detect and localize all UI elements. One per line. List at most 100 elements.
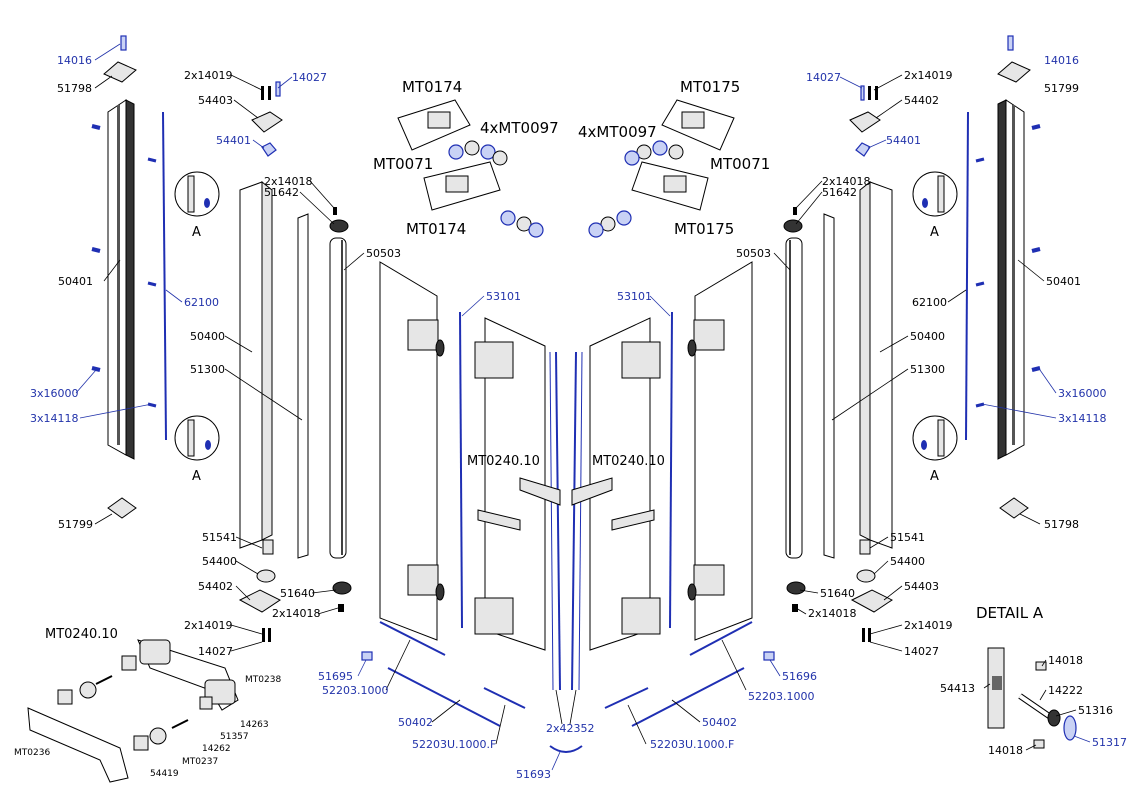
label-4xmt0097-left: 4xMT0097 [480, 119, 559, 137]
part-51642-left [329, 207, 349, 233]
label-50503-right: 50503 [736, 247, 771, 260]
glass-panel-left-fixed [379, 261, 445, 641]
label-mt0071-right: MT0071 [710, 155, 770, 173]
screw-14016-right [1007, 35, 1014, 51]
label-50401-right: 50401 [1046, 275, 1081, 288]
label-53101-left: 53101 [486, 290, 521, 303]
tube-50503-right [785, 237, 803, 559]
label-54400-left: 54400 [202, 555, 237, 568]
seal-profiles-center-left [549, 351, 561, 691]
label-3x14118-left: 3x14118 [30, 412, 79, 425]
label-2x14018-tl: 2x14018 [264, 175, 313, 188]
label-50400-right: 50400 [910, 330, 945, 343]
label-51300-right: 51300 [910, 363, 945, 376]
gasket-62100-right [965, 111, 969, 441]
label-50402-right: 50402 [702, 716, 737, 729]
seal-53101-right [669, 311, 673, 629]
label-a-right-bottom: A [930, 469, 939, 484]
label-54401-left: 54401 [216, 134, 251, 147]
label-54403-right: 54403 [904, 580, 939, 593]
label-54419: 54419 [150, 769, 179, 779]
screws-left-column [91, 124, 157, 408]
bracket-54402-left [238, 589, 281, 613]
label-51798-right: 51798 [1044, 518, 1079, 531]
label-4xmt0097-right: 4xMT0097 [578, 123, 657, 141]
label-51357: 51357 [220, 732, 249, 742]
label-2x42352: 2x42352 [546, 722, 595, 735]
label-14027-tr: 14027 [806, 71, 841, 84]
ring-54400-left [256, 569, 276, 583]
screws-2x14019-br [862, 628, 871, 642]
profile-51300-left [297, 213, 309, 559]
label-54400-right: 54400 [890, 555, 925, 568]
label-mt0240-10-inset: MT0240.10 [45, 627, 118, 642]
label-14018-detail-top: 14018 [1048, 654, 1083, 667]
bracket-54402-tr [849, 111, 881, 133]
ring-54400-right [856, 569, 876, 583]
label-54403-tl: 54403 [198, 94, 233, 107]
glass-panel-right-fixed [687, 261, 753, 641]
label-54401-right: 54401 [886, 134, 921, 147]
label-51541-left: 51541 [202, 531, 237, 544]
bottom-profiles-left [361, 621, 526, 727]
label-mt0236: MT0236 [14, 748, 50, 758]
glass-door-left [474, 317, 546, 651]
label-2x14019-tl: 2x14019 [184, 69, 233, 82]
label-3x16000-left: 3x16000 [30, 387, 79, 400]
label-51640-left: 51640 [280, 587, 315, 600]
seal-53101-left [459, 311, 463, 629]
label-a-left-top: A [192, 225, 201, 240]
label-14263: 14263 [240, 720, 269, 730]
label-mt0174-bottom: MT0174 [406, 220, 466, 238]
bracket-51798-right [999, 497, 1029, 519]
label-14018-detail-bottom: 14018 [988, 744, 1023, 757]
label-51695: 51695 [318, 670, 353, 683]
label-52203-1000-left: 52203.1000 [322, 684, 388, 697]
leader-lines [75, 43, 1091, 771]
detail-circle-a-left-bottom [174, 415, 220, 461]
detail-a-parts [987, 647, 1077, 749]
label-mt0240-10-right: MT0240.10 [592, 454, 665, 469]
label-51642-left: 51642 [264, 186, 299, 199]
handle-assembly-center [477, 477, 655, 531]
label-51798-left: 51798 [57, 82, 92, 95]
cap-54401-right [855, 142, 871, 157]
label-detail-a: DETAIL A [976, 604, 1044, 622]
label-50401-left: 50401 [58, 275, 93, 288]
label-mt0237: MT0237 [182, 757, 218, 767]
part-labels: 14016 51798 2x14019 14027 54403 54401 2x… [14, 54, 1127, 781]
label-51317: 51317 [1092, 736, 1127, 749]
label-3x16000-right: 3x16000 [1058, 387, 1107, 400]
detail-circle-a-right-top [912, 171, 958, 217]
tube-50503-left [329, 237, 347, 559]
detail-circle-a-left-top [174, 171, 220, 217]
label-2x14018-bl: 2x14018 [272, 607, 321, 620]
label-51642-right: 51642 [822, 186, 857, 199]
label-mt0240-10-left: MT0240.10 [467, 454, 540, 469]
part-51541-left [262, 539, 274, 555]
bracket-51799-right [997, 61, 1031, 83]
label-62100-left: 62100 [184, 296, 219, 309]
label-2x14019-br: 2x14019 [904, 619, 953, 632]
handle-inset-parts [27, 639, 239, 783]
label-50503-left: 50503 [366, 247, 401, 260]
label-51316: 51316 [1078, 704, 1113, 717]
wall-profile-50401-right [997, 99, 1025, 460]
label-a-left-bottom: A [192, 469, 201, 484]
label-a-right-top: A [930, 225, 939, 240]
label-14027-br: 14027 [904, 645, 939, 658]
screw-14016-left [120, 35, 127, 51]
label-14016-right: 14016 [1044, 54, 1079, 67]
screws-2x14019-tr [860, 85, 878, 101]
label-2x14019-tr: 2x14019 [904, 69, 953, 82]
label-mt0238: MT0238 [245, 675, 281, 685]
label-2x14018-br: 2x14018 [808, 607, 857, 620]
detail-circle-a-right-bottom [912, 415, 958, 461]
label-50402-left: 50402 [398, 716, 433, 729]
roller-assembly-mt0174 [397, 99, 544, 238]
roller-assembly-mt0175 [588, 99, 735, 238]
screws-2x14019-tl [261, 81, 281, 100]
label-51799-left: 51799 [58, 518, 93, 531]
label-52203u-left: 52203U.1000.F [412, 738, 496, 751]
bracket-51799-left [107, 497, 137, 519]
